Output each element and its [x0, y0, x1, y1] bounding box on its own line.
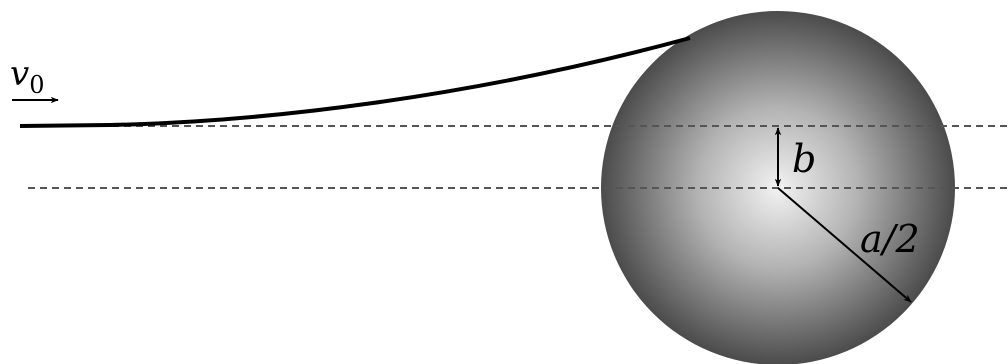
particle-trajectory	[19, 36, 691, 128]
impact-parameter-label: b	[792, 137, 816, 181]
velocity-label: v0	[10, 54, 45, 99]
radius-label: a/2	[860, 217, 920, 261]
radius-arrow	[777, 187, 912, 303]
